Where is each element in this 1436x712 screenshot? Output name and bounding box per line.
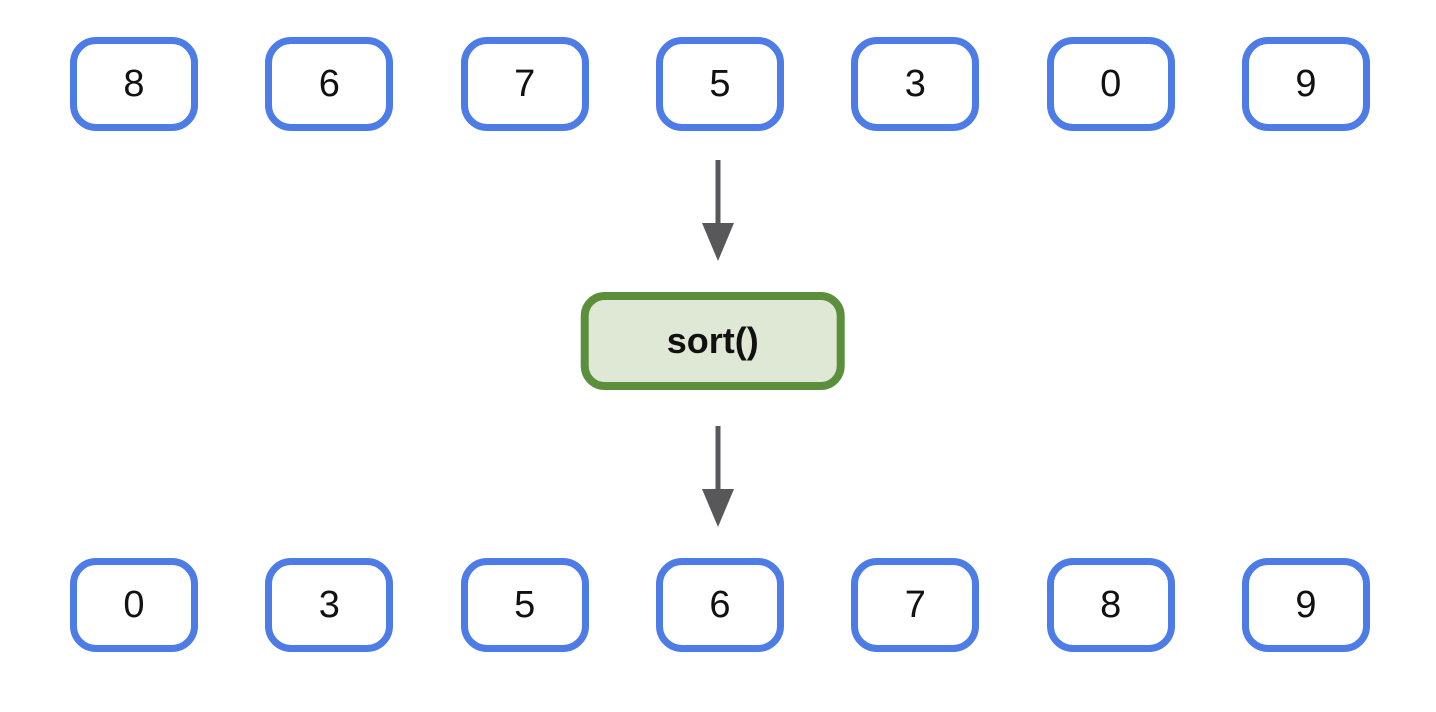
array-cell: 5 [460,558,589,652]
array-cell: 7 [851,558,980,652]
array-cell: 3 [265,558,394,652]
array-cell: 6 [265,37,394,131]
array-cell: 9 [1241,558,1370,652]
array-cell: 9 [1241,37,1370,131]
unsorted-array-row: 8 6 7 5 3 0 9 [70,37,1370,131]
down-arrow-icon [702,160,734,261]
array-cell: 0 [70,558,198,652]
array-cell: 0 [1046,37,1175,131]
array-cell: 6 [655,558,784,652]
array-cell: 7 [460,37,589,131]
array-cell: 8 [1046,558,1175,652]
array-cell: 3 [851,37,980,131]
sort-operation-box: sort() [580,292,845,390]
array-cell: 8 [70,37,198,131]
array-cell: 5 [655,37,784,131]
sorted-array-row: 0 3 5 6 7 8 9 [70,558,1370,652]
down-arrow-icon [702,426,734,527]
